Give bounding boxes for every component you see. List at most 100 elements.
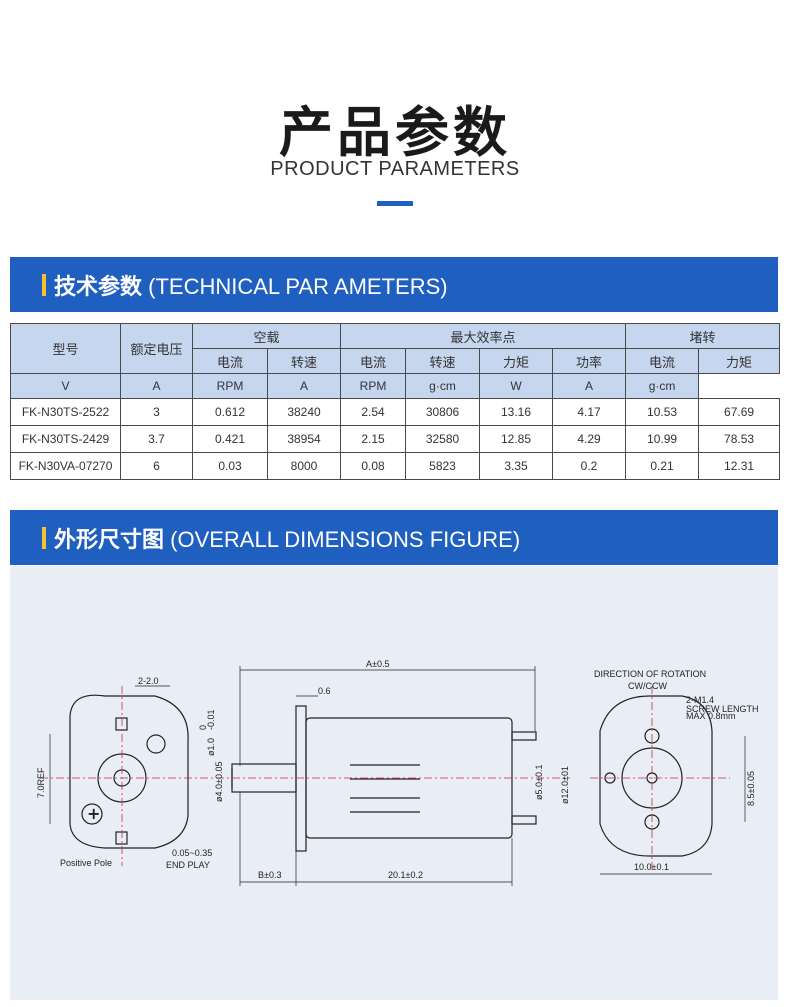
dim-4-label: ø4.0±0.05 [214, 762, 224, 802]
header-me-torque: 力矩 [479, 348, 554, 374]
table-row: FK-N30VA-07270 6 0.03 8000 0.08 5823 3.3… [10, 452, 781, 480]
positive-pole-label: Positive Pole [60, 858, 112, 868]
header-me-speed: 转速 [405, 348, 481, 374]
cell-me-current: 2.54 [340, 398, 407, 426]
cell-me-power: 4.17 [552, 398, 627, 426]
cell-nl-speed: 8000 [266, 452, 342, 480]
dim-12-label: ø12.0±01 [560, 766, 570, 804]
unit-a: A [120, 373, 193, 399]
terminal-bottom [511, 815, 537, 825]
dim-endplay-text: END PLAY [166, 860, 210, 870]
cell-voltage: 6 [120, 452, 193, 480]
cell-model: FK-N30TS-2429 [10, 425, 121, 453]
cell-nl-speed: 38240 [266, 398, 342, 426]
terminal-top [511, 731, 537, 741]
unit-a: A [266, 373, 342, 399]
flange-terminal-bottom [115, 831, 128, 845]
flange-hole [146, 734, 166, 754]
header-nl-current: 电流 [192, 348, 268, 374]
unit-gcm: g·cm [405, 373, 481, 399]
banner-title: 技术参数 (TECHNICAL PAR AMETERS) [54, 269, 448, 301]
unit-rpm: RPM [192, 373, 268, 399]
header-st-current: 电流 [625, 348, 700, 374]
cell-st-torque: 12.31 [698, 452, 781, 480]
flange-terminal-top [115, 717, 128, 731]
cell-st-torque: 67.69 [698, 398, 781, 426]
header-me-power: 功率 [552, 348, 627, 374]
cell-model: FK-N30TS-2522 [10, 398, 121, 426]
header-st-torque: 力矩 [698, 348, 781, 374]
table-row: FK-N30TS-2429 3.7 0.421 38954 2.15 32580… [10, 425, 781, 453]
cell-st-current: 0.21 [625, 452, 700, 480]
cell-nl-current: 0.421 [192, 425, 268, 453]
cell-nl-current: 0.03 [192, 452, 268, 480]
flange-outline [69, 694, 189, 849]
dim-b-label: B±0.3 [258, 870, 281, 880]
slot-2 [350, 797, 420, 813]
unit-gcm: g·cm [625, 373, 700, 399]
dim-shaft-tol2-label: -0.01 [206, 709, 216, 730]
cell-st-torque: 78.53 [698, 425, 781, 453]
page-title: 产品参数 [279, 101, 511, 164]
cell-st-current: 10.99 [625, 425, 700, 453]
unit-v: V [10, 373, 121, 399]
cell-me-power: 0.2 [552, 452, 627, 480]
technical-parameters-table: 型号 额定电压 空载 最大效率点 堵转 电流 转速 电流 转速 力矩 功率 电流… [10, 323, 781, 480]
header-stall: 堵转 [625, 323, 781, 349]
rotation-dir-label: CW/CCW [628, 681, 667, 691]
banner-title-cn: 外形尺寸图 [54, 527, 165, 553]
banner-title: 外形尺寸图 (OVERALL DIMENSIONS FIGURE) [54, 522, 520, 554]
unit-rpm: RPM [340, 373, 407, 399]
header-nl-speed: 转速 [266, 348, 342, 374]
positive-pole-icon [81, 803, 103, 825]
cell-nl-speed: 38954 [266, 425, 342, 453]
section-banner-technical: 技术参数 (TECHNICAL PAR AMETERS) [10, 257, 778, 312]
motor-end-plate [295, 705, 307, 852]
cell-voltage: 3.7 [120, 425, 193, 453]
dim-5-label: ø5.0±0.1 [534, 765, 544, 800]
screw-length-label: SCREW LENGTH [686, 704, 759, 714]
cell-me-power: 4.29 [552, 425, 627, 453]
table-row: FK-N30TS-2522 3 0.612 38240 2.54 30806 1… [10, 398, 781, 426]
cell-me-torque: 13.16 [479, 398, 554, 426]
banner-accent [42, 273, 46, 296]
dim-0-6-label: 0.6 [318, 686, 331, 696]
rotation-label: DIRECTION OF ROTATION [594, 669, 706, 679]
banner-accent [42, 526, 46, 549]
title-underline [377, 201, 413, 206]
dim-20-label: 20.1±0.2 [388, 870, 423, 880]
dim-shaft-tol-label: 0 [198, 725, 208, 730]
screw-max-label: MAX 0.8mm [686, 711, 736, 721]
dim-a-label: A±0.5 [366, 659, 389, 669]
dim-endplay-label: 0.05~0.35 [172, 848, 212, 858]
dimension-drawing: A±0.5 2-2.0 0.6 7.0REF ø1.0 0 -0.01 ø4.0… [10, 566, 778, 1000]
header-max-efficiency: 最大效率点 [340, 323, 627, 349]
header-no-load: 空载 [191, 323, 342, 349]
cell-voltage: 3 [120, 398, 193, 426]
banner-title-en: (OVERALL DIMENSIONS FIGURE) [164, 526, 521, 552]
cell-me-speed: 30806 [405, 398, 481, 426]
dimension-drawing-svg: A±0.5 2-2.0 0.6 7.0REF ø1.0 0 -0.01 ø4.0… [36, 659, 759, 886]
plus-icon: + [87, 804, 100, 823]
cell-me-current: 0.08 [340, 452, 407, 480]
banner-title-en: (TECHNICAL PAR AMETERS) [142, 273, 448, 299]
header-voltage: 额定电压 [120, 323, 193, 374]
slot-1 [350, 764, 420, 780]
header-model: 型号 [10, 323, 121, 374]
cell-me-torque: 12.85 [479, 425, 554, 453]
cell-model: FK-N30VA-07270 [10, 452, 121, 480]
dim-7ref-label: 7.0REF [36, 767, 46, 798]
cell-st-current: 10.53 [625, 398, 700, 426]
dim-8-5-label: 8.5±0.05 [746, 771, 756, 806]
cell-me-torque: 3.35 [479, 452, 554, 480]
page-subtitle: PRODUCT PARAMETERS [270, 158, 520, 180]
header-me-current: 电流 [340, 348, 407, 374]
rear-outline [599, 695, 713, 857]
unit-a: A [552, 373, 627, 399]
unit-w: W [479, 373, 554, 399]
rear-vent [604, 772, 616, 784]
dim-2-2-label: 2-2.0 [138, 676, 159, 686]
screw-label: 2-M1.4 [686, 695, 714, 705]
cell-nl-current: 0.612 [192, 398, 268, 426]
cell-me-current: 2.15 [340, 425, 407, 453]
